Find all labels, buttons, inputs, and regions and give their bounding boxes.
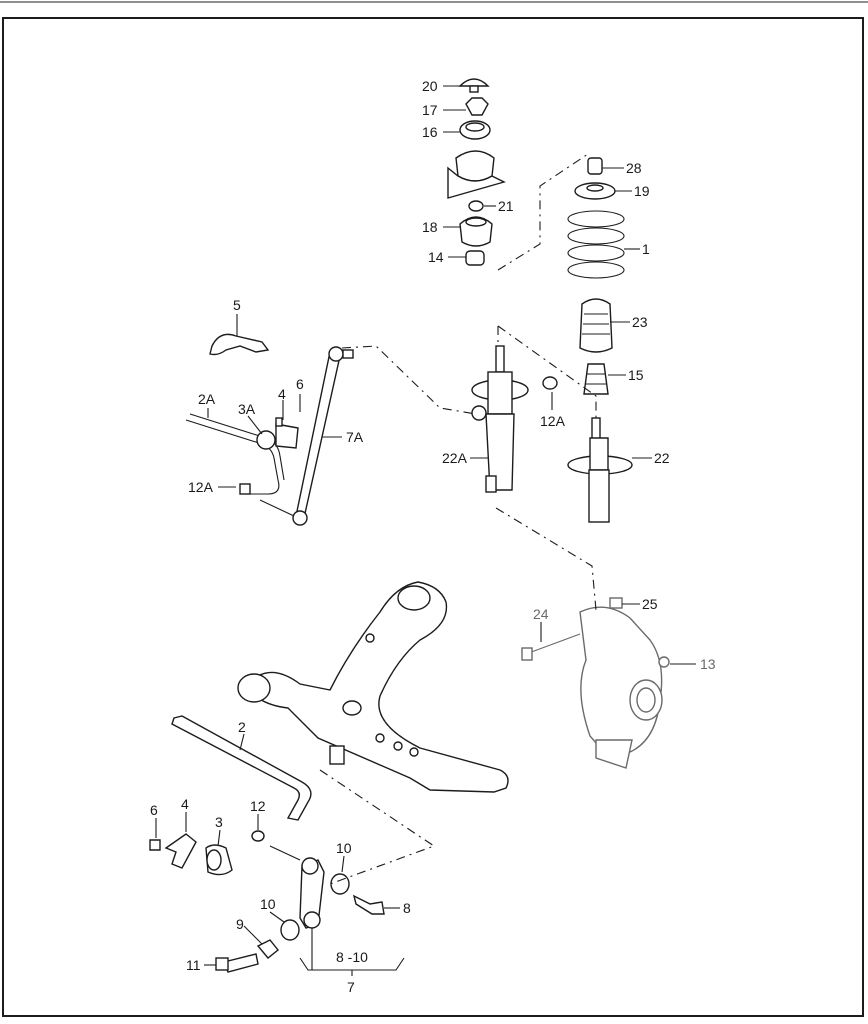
bush-and-clamp-3-4 [164, 833, 233, 876]
label-4-top: 4 [278, 386, 286, 402]
label-3: 3 [215, 814, 223, 830]
label-19: 19 [634, 183, 650, 199]
page-border [2, 17, 864, 1017]
label-20: 20 [422, 78, 438, 94]
label-4-bot: 4 [181, 796, 189, 812]
stabiliser-bar-2 [171, 715, 312, 861]
wheel-bearing-housing [521, 597, 670, 769]
label-18: 18 [422, 219, 438, 235]
label-9: 9 [236, 916, 244, 932]
label-16: 16 [422, 124, 438, 140]
label-7: 7 [347, 979, 355, 995]
label-8-10: 8 -10 [336, 949, 368, 965]
label-12: 12 [250, 798, 266, 814]
label-15: 15 [628, 367, 644, 383]
bracket-5 [209, 333, 270, 356]
shock-absorber-22a [471, 345, 529, 493]
label-11: 11 [186, 957, 201, 973]
label-22a: 22A [442, 450, 468, 466]
label-2: 2 [238, 719, 246, 735]
label-5: 5 [233, 297, 241, 313]
link-rod-7a [292, 346, 354, 526]
label-28: 28 [626, 160, 642, 176]
stabiliser-bar-2a [185, 413, 299, 517]
callout-labels: 20 17 16 21 18 14 28 19 1 23 15 22 22A 1… [150, 78, 716, 995]
label-14: 14 [428, 249, 444, 265]
label-17: 17 [422, 102, 438, 118]
label-10-lower: 10 [260, 896, 276, 912]
label-6-bot: 6 [150, 802, 158, 818]
leader-lines [155, 85, 696, 976]
label-13: 13 [700, 656, 716, 672]
label-2a: 2A [198, 391, 216, 407]
label-12a-link: 12A [188, 479, 214, 495]
label-7a: 7A [346, 429, 364, 445]
label-10-upper: 10 [336, 840, 352, 856]
label-3a: 3A [238, 401, 256, 417]
label-25: 25 [642, 596, 658, 612]
spring-stack [567, 157, 625, 395]
label-1: 1 [642, 241, 650, 257]
top-mount-stack [447, 78, 506, 266]
shock-absorber-22 [567, 417, 633, 523]
label-23: 23 [632, 314, 648, 330]
label-6-top: 6 [296, 376, 304, 392]
link-7 [149, 830, 385, 973]
label-21: 21 [498, 198, 514, 214]
lower-control-arm [237, 581, 509, 793]
assembly-lines [319, 153, 597, 885]
label-8: 8 [403, 900, 411, 916]
label-24: 24 [533, 606, 549, 622]
label-12a-strut: 12A [540, 413, 566, 429]
label-22: 22 [654, 450, 670, 466]
nut-12a-strut [542, 376, 558, 390]
